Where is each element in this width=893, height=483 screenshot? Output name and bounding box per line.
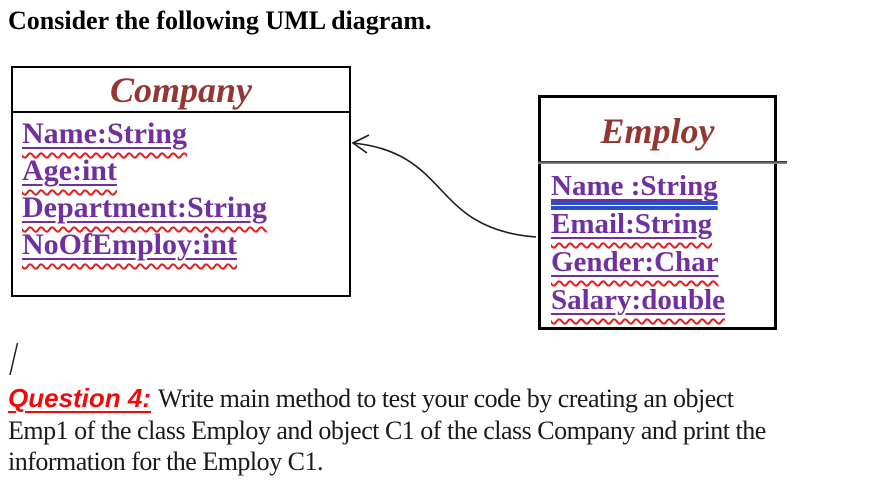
stray-slash-mark: [9, 342, 19, 376]
company-attr-age: Age:int: [22, 154, 117, 187]
uml-class-employ: Employ Name :String Email:String Gender:…: [538, 95, 787, 330]
question-paragraph: Question 4:Write main method to test you…: [8, 383, 892, 478]
company-attr-noofemploy: NoOfEmploy:int: [22, 228, 238, 261]
employ-class-name: Employ: [600, 111, 715, 151]
company-attr-name: Name:String: [22, 117, 187, 150]
company-attr-department: Department:String: [22, 191, 267, 224]
employ-attributes: Name :String Email:String Gender:Char Sa…: [541, 161, 774, 319]
question-line-1: Write main method to test your code by c…: [158, 384, 734, 413]
company-attributes: Name:String Age:int Department:String No…: [13, 113, 349, 263]
uml-class-company: Company Name:String Age:int Department:S…: [11, 66, 351, 297]
employ-attr-email: Email:String: [551, 208, 713, 240]
page-title: Consider the following UML diagram.: [8, 6, 432, 35]
association-arrow-head-icon: [351, 134, 370, 154]
employ-attr-name: Name :String: [551, 170, 718, 202]
question-label: Question 4:: [8, 383, 152, 413]
company-class-name: Company: [13, 68, 349, 113]
association-arrow-line: [352, 142, 537, 238]
employ-attr-gender: Gender:Char: [551, 246, 719, 278]
employ-attr-salary: Salary:double: [551, 284, 726, 316]
question-line-3: information for the Employ C1.: [8, 447, 324, 476]
question-line-2: Emp1 of the class Employ and object C1 o…: [8, 415, 766, 445]
employ-title-divider: [538, 161, 787, 164]
